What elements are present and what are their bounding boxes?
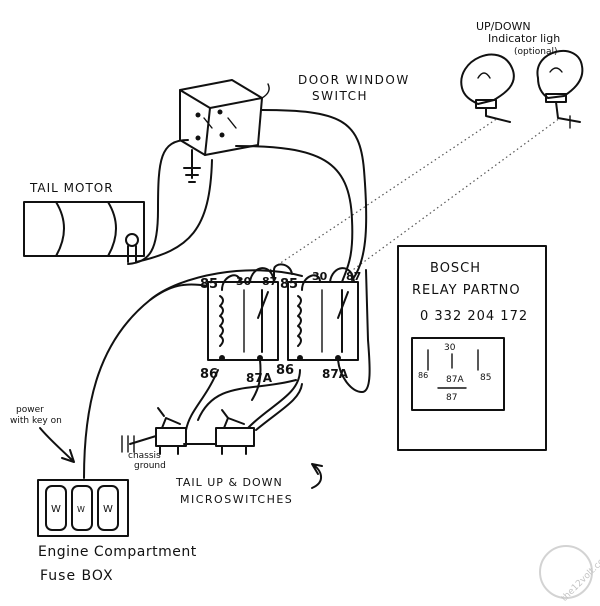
bosch-pin-30: 30 [444, 343, 456, 353]
fusebox-label-1: Engine Compartment [38, 544, 197, 560]
fusebox-label-2: Fuse BOX [40, 568, 114, 584]
power-label-2: with key on [10, 416, 62, 426]
door-switch-label-2: SWITCH [312, 89, 368, 103]
fuse-box [37, 479, 129, 537]
power-label-1: power [16, 405, 44, 415]
bosch-title: BOSCH [430, 261, 481, 276]
relay-1 [207, 267, 279, 361]
door-window-switch [179, 79, 270, 156]
indicator-label-2: Indicator ligh [488, 32, 560, 45]
fuse-letter-2: W [77, 505, 85, 514]
tail-motor-label: TAIL MOTOR [29, 181, 114, 195]
chassis-label-1: chassis [128, 451, 161, 461]
indicator-label-1: UP/DOWN [476, 20, 531, 33]
relay2-pin-85: 85 [280, 277, 298, 292]
microswitch-label-1: TAIL UP & DOWN [175, 476, 283, 489]
microswitch-label-2: MICROSWITCHES [180, 493, 293, 506]
fuse-letter-3: W [103, 504, 113, 515]
relay2-pin-87a: 87A [322, 367, 349, 381]
bosch-pin-86: 86 [418, 371, 428, 380]
microswitch-1 [155, 407, 187, 455]
bosch-part-number: 0 332 204 172 [420, 309, 528, 324]
microswitch-2 [215, 409, 255, 455]
relay1-pin-85: 85 [200, 277, 218, 292]
relay1-pin-30: 30 [236, 275, 252, 288]
power-arrow [39, 427, 75, 463]
relay2-pin-30: 30 [312, 270, 328, 283]
relay2-pin-86: 86 [276, 363, 294, 378]
relay1-pin-87: 87 [262, 275, 277, 288]
indicator-wire-right [349, 117, 561, 273]
bosch-pin-87a: 87A [446, 375, 464, 385]
chassis-label-2: ground [134, 461, 166, 471]
indicator-wire-left [269, 117, 499, 271]
tail-motor [23, 201, 145, 263]
bosch-pin-85: 85 [480, 373, 491, 383]
indicator-label-3: (optional) [514, 47, 558, 57]
indicator-bulb-right [536, 50, 584, 129]
indicator-bulb-left [460, 53, 515, 123]
watermark-text: the12volt.com [560, 551, 600, 604]
switch-ground-symbol [183, 149, 201, 183]
door-switch-label-1: DOOR WINDOW [298, 73, 410, 87]
microswitch-arrow [311, 463, 323, 489]
bosch-relay-panel [397, 245, 547, 451]
watermark-logo: the12volt.com [539, 545, 600, 604]
fuse-letter-1: W [51, 504, 61, 515]
wiring [83, 109, 371, 479]
bosch-pin-87: 87 [446, 393, 457, 403]
bosch-relay-partno: RELAY PARTNO [412, 283, 521, 298]
